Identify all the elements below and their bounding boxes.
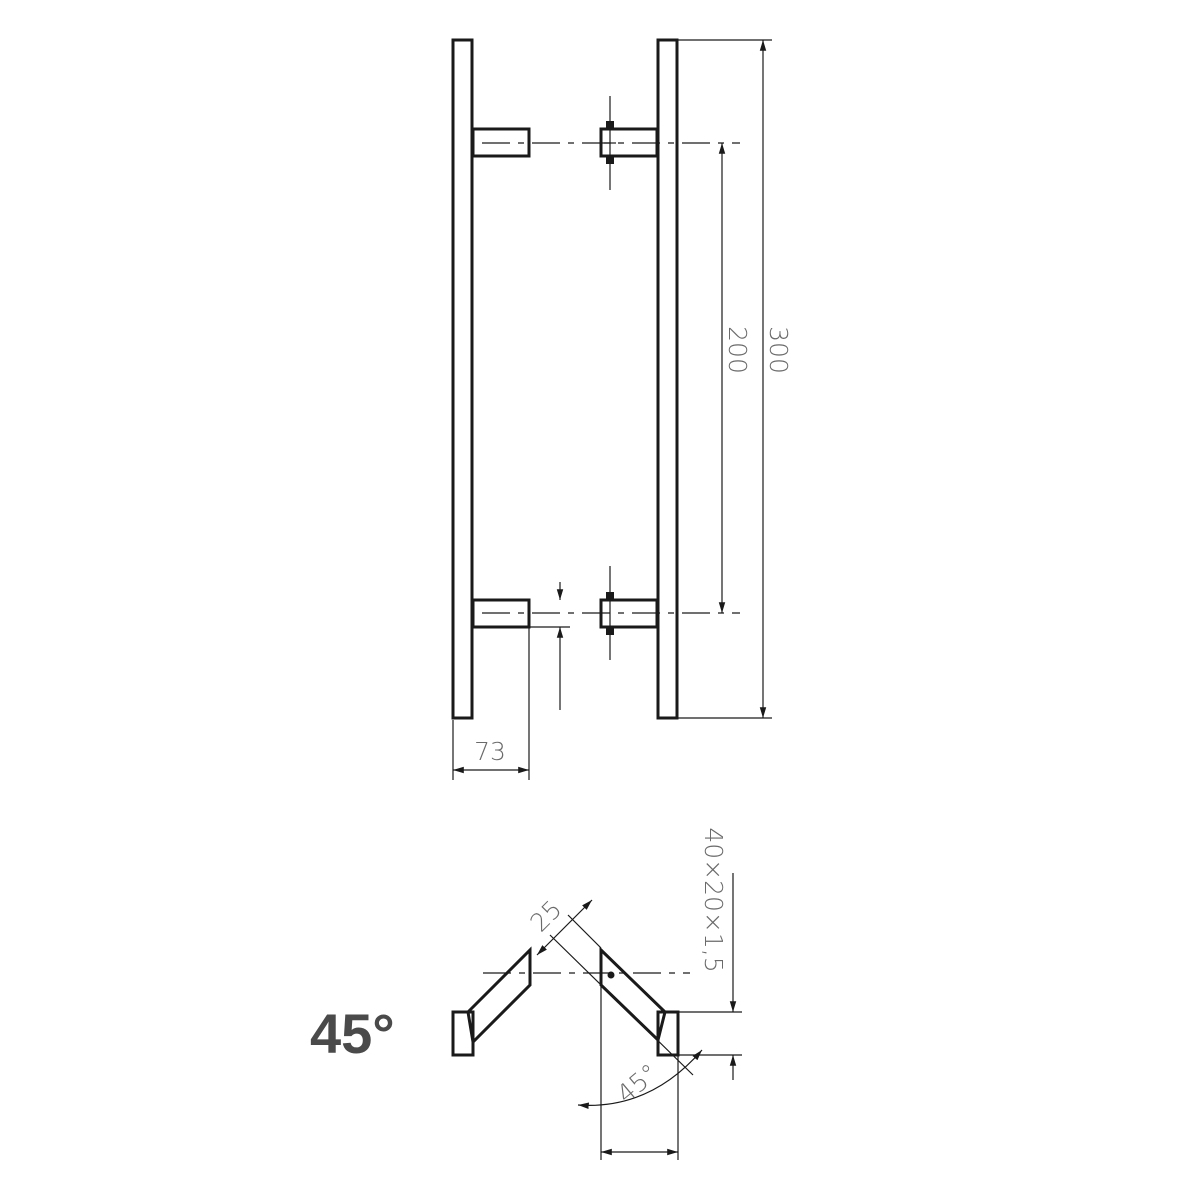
top-left-standoff — [471, 127, 531, 158]
dim-angle-text: 45° — [611, 1058, 664, 1109]
front-view: 300 200 73 — [451, 38, 793, 780]
angle-label: 45° — [310, 1002, 395, 1065]
top-view: 25 40×20×1,5 45° — [451, 827, 742, 1160]
bottom-left-standoff — [471, 598, 531, 629]
dim-300-text: 300 — [764, 326, 793, 374]
left-handle-bar — [451, 38, 474, 720]
angle-arc — [577, 1049, 703, 1109]
dim-200-text: 200 — [723, 326, 752, 374]
dim-73-text: 73 — [474, 737, 506, 766]
left-standoff-angled — [466, 946, 532, 1046]
dim-25-line — [536, 899, 593, 956]
right-handle-bar — [656, 38, 679, 720]
dim-profile-text: 40×20×1,5 — [699, 827, 728, 972]
screw-icons — [604, 96, 616, 660]
